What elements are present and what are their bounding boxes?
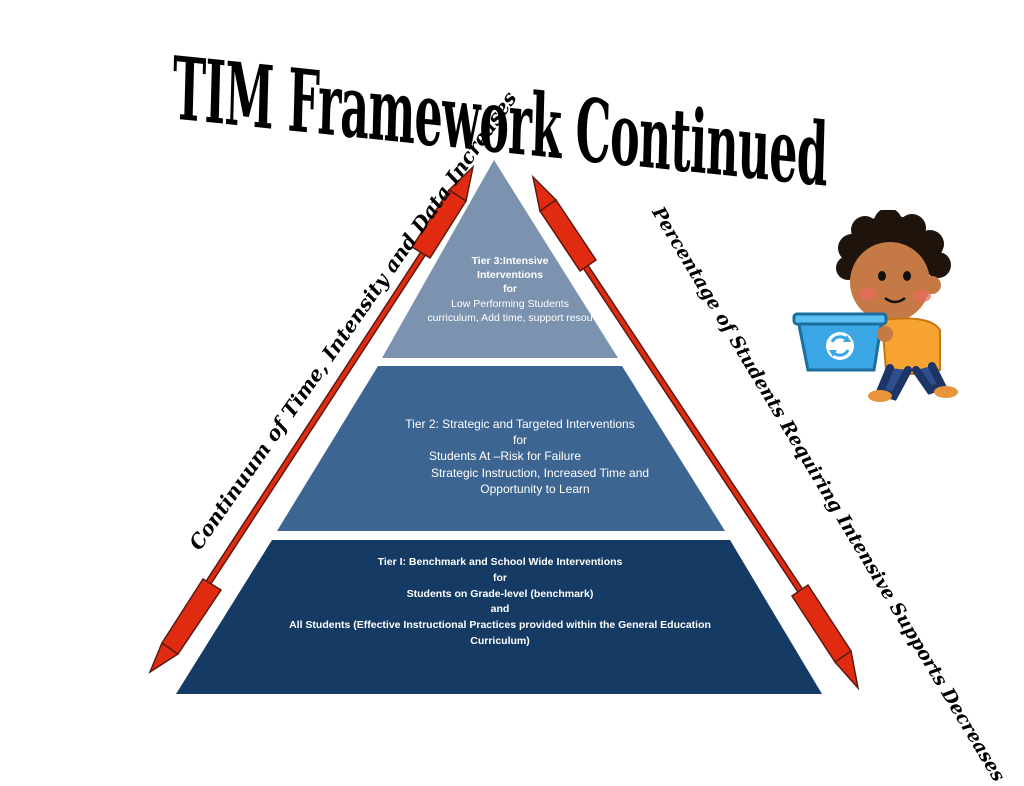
tier2-line-4: Strategic Instruction, Increased Time an…	[430, 465, 650, 480]
smile	[884, 296, 906, 304]
child-illustration	[792, 210, 958, 402]
slide: TIM Framework Continued Tier 3:Intensive…	[148, 38, 1009, 786]
face	[850, 242, 930, 322]
pyramid-diagram	[148, 160, 860, 694]
tier2-line-1: Tier 2: Strategic and Targeted Intervent…	[405, 417, 635, 431]
tier1-band	[176, 540, 822, 694]
legs	[874, 362, 948, 401]
right-eye	[903, 271, 911, 281]
tier1-line-3: Students on Grade-level (benchmark)	[406, 587, 594, 600]
tier3-text: Tier 3:Intensive Interventions for Low P…	[400, 254, 620, 325]
tier2-text: Tier 2: Strategic and Targeted Intervent…	[330, 416, 710, 497]
tier3-band	[382, 160, 618, 358]
tier1-line-1: Tier I: Benchmark and School Wide Interv…	[377, 556, 623, 568]
shoe-right	[934, 386, 958, 398]
recycle-bin-icon	[792, 312, 888, 372]
shoe-left	[868, 390, 892, 402]
tier3-line-4: Low Performing Students	[451, 297, 569, 310]
tier3-line-1: Tier 3:Intensive	[471, 255, 549, 267]
tier3-line-3: for	[503, 283, 517, 296]
tier1-line-6: Curriculum)	[470, 634, 530, 647]
tier1-text: Tier I: Benchmark and School Wide Interv…	[245, 555, 755, 650]
tier2-line-3: Students At –Risk for Failure	[428, 449, 582, 464]
tier1-line-2: for	[493, 571, 507, 584]
hand	[877, 326, 893, 342]
tier2-band	[277, 366, 725, 531]
tier2-line-5: Opportunity to Learn	[480, 481, 590, 496]
tier1-line-4: and	[490, 603, 510, 616]
tier3-line-2: Interventions	[477, 269, 543, 282]
ear	[923, 276, 941, 294]
left-eye	[878, 271, 886, 281]
left-double-arrow	[148, 164, 475, 674]
tier3-line-5: curriculum, Add time, support resou	[427, 311, 593, 324]
tier2-line-2: for	[512, 433, 527, 448]
right-double-arrow	[531, 174, 860, 691]
tier1-line-5: All Students (Effective Instructional Pr…	[289, 619, 711, 631]
